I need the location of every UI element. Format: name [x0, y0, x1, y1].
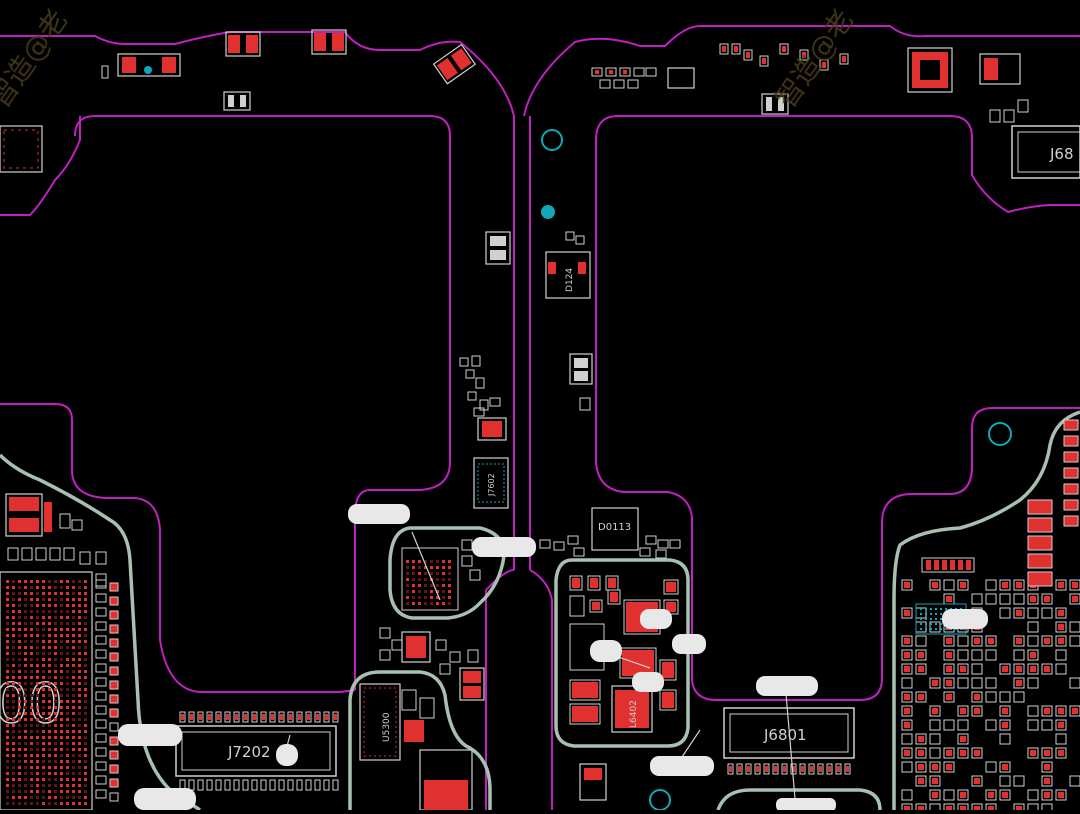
connector-j6801: J6801: [723, 707, 855, 775]
connector-j7202: J7202: [175, 711, 339, 791]
part-label-u5300: U5300: [382, 712, 392, 742]
connector-label-j7202: J7202: [227, 743, 271, 761]
connector-label-j6801: J6801: [763, 726, 807, 744]
pin-label-blobs: [118, 504, 988, 812]
part-label-l6402: L6402: [629, 700, 639, 728]
connector-label-j68: J68: [1049, 145, 1074, 163]
center-components: D124 J7602 D0113: [459, 231, 681, 559]
center-left-cluster: U5300: [359, 531, 485, 811]
top-components: J68: [0, 29, 1080, 179]
part-label-d0113: D0113: [598, 522, 631, 533]
board-outline: [0, 25, 1080, 810]
part-label-j7602: J7602: [487, 473, 496, 497]
left-cluster: 00: [0, 493, 119, 811]
right-cluster: [901, 419, 1080, 814]
part-label-d124: D124: [565, 268, 575, 292]
center-right-cluster: L6402: [569, 575, 679, 801]
vias: [144, 66, 1012, 811]
shield-frames: [0, 410, 1080, 812]
